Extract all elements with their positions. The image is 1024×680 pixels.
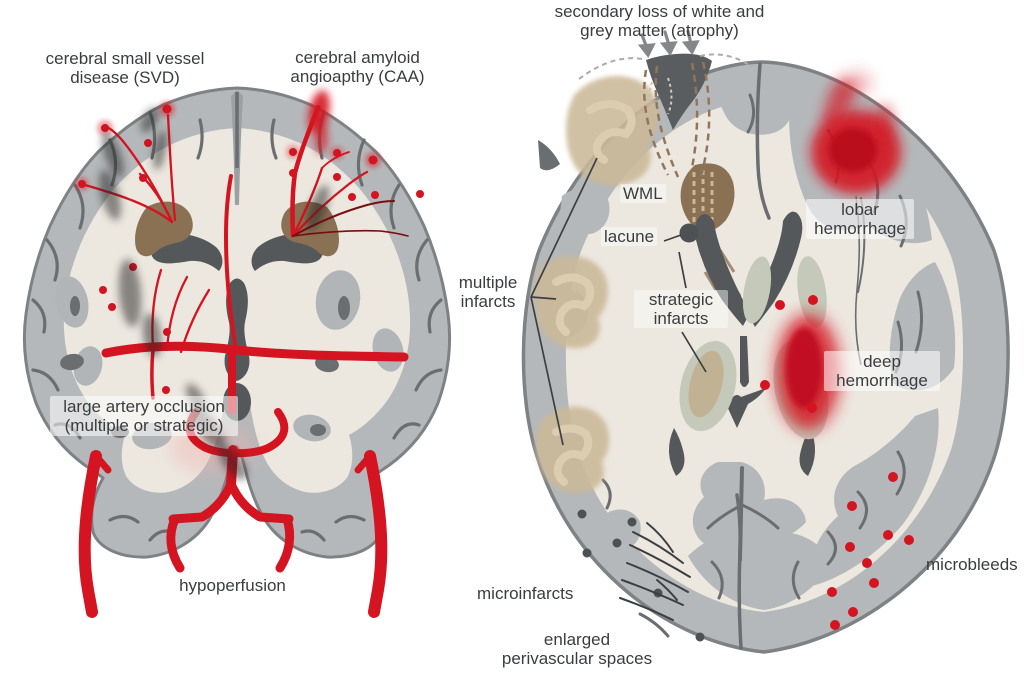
wml-region [643,61,742,297]
label-microinfarcts: microinfarcts [477,584,574,603]
leader-strategic-upper [678,251,687,289]
label-enlarged-perivascular-spaces: enlarged perivascular spaces [501,630,653,669]
lobar-hemorrhage-blob [811,72,901,194]
label-lobar-hemorrhage: lobar hemorrhage [806,199,914,240]
leader-lacune [663,234,682,242]
label-atrophy: secondary loss of white and grey matter … [554,2,765,41]
perivascular-space-lines [619,522,691,621]
label-microbleeds: microbleeds [926,555,1018,574]
label-cerebral-amyloid-angiopathy: cerebral amyloid angioapthy (CAA) [290,48,425,87]
coronal-red-dots [78,104,424,394]
atrophy-sulcus [646,53,712,130]
deep-hemorrhage-blob [760,295,840,430]
caa-deposit-glow [75,90,381,191]
label-cerebral-small-vessel-disease: cerebral small vessel disease (SVD) [45,49,205,88]
leader-multiple-infarcts-middle [530,296,557,300]
leader-multiple-infarcts-lower [530,296,564,446]
tract-dashed-lines [643,61,711,181]
label-large-artery-occlusion: large artery occlusion (multiple or stra… [50,396,238,437]
annotation-lines [530,157,707,446]
label-lacune: lacune [601,227,658,247]
label-multiple-infarcts: multiple infarcts [458,273,518,312]
leader-multiple-infarcts-upper [530,157,598,298]
strategic-infarct-core [688,350,724,418]
label-deep-hemorrhage: deep hemorrhage [824,351,940,392]
label-strategic-infarcts: strategic infarcts [634,290,728,329]
coronal-brain-panel [23,86,451,618]
atrophy-arrows [637,29,700,58]
left-edge-dark-wedge [538,140,560,171]
lacune-dot [679,223,699,243]
label-wml: WML [620,184,666,204]
label-hypoperfusion: hypoperfusion [179,576,286,595]
leader-strategic-lower [681,331,707,373]
microbleed-dots [827,472,914,630]
multiple-infarct-regions [534,75,659,493]
microinfarct-dots [577,509,705,642]
coronal-sulci [31,110,443,542]
